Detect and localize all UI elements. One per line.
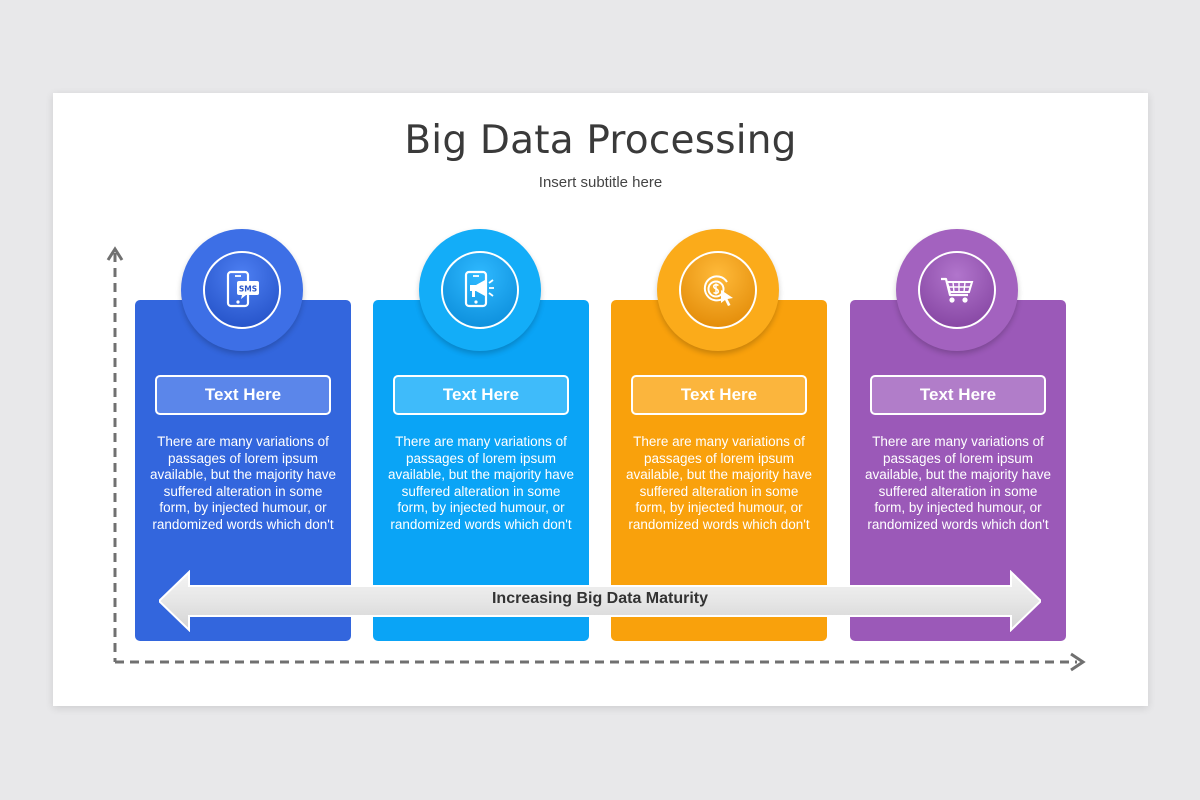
step-4-label: Text Here <box>870 375 1046 415</box>
phone-megaphone-icon <box>464 270 494 308</box>
dollar-click-icon <box>703 275 733 306</box>
step-2-description: There are many variations of passages of… <box>387 434 575 532</box>
slide-title: Big Data Processing <box>404 118 797 163</box>
slide-subtitle: Insert subtitle here <box>538 174 663 191</box>
step-2-label: Text Here <box>393 375 569 415</box>
step-card-2: Text Here There are many variations of p… <box>373 229 589 641</box>
sms-icon-text: SMS <box>239 285 257 294</box>
step-3-label: Text Here <box>631 375 807 415</box>
step-2-icon-circle <box>419 229 541 351</box>
step-4-icon-circle <box>896 229 1018 351</box>
step-1-icon-circle: SMS <box>181 229 303 351</box>
dashed-axes <box>106 246 1086 672</box>
y-axis-arrowhead-icon <box>106 246 124 261</box>
step-4-description: There are many variations of passages of… <box>864 434 1052 532</box>
step-card-3: Text Here There are many variations of p… <box>611 229 827 641</box>
slide: Big Data Processing Insert subtitle here… <box>53 93 1148 706</box>
step-card-1: SMS Text Here There are many variations … <box>135 229 351 641</box>
step-3-icon-circle <box>657 229 779 351</box>
step-1-description: There are many variations of passages of… <box>149 434 337 532</box>
step-1-label: Text Here <box>155 375 331 415</box>
phone-sms-icon: SMS <box>226 270 259 308</box>
maturity-label: Increasing Big Data Maturity <box>491 590 709 607</box>
step-card-4: Text Here There are many variations of p… <box>850 229 1066 641</box>
x-axis-arrowhead-icon <box>1070 652 1086 672</box>
maturity-double-arrow <box>159 570 1041 632</box>
shopping-cart-icon <box>941 277 974 303</box>
step-3-description: There are many variations of passages of… <box>625 434 813 532</box>
